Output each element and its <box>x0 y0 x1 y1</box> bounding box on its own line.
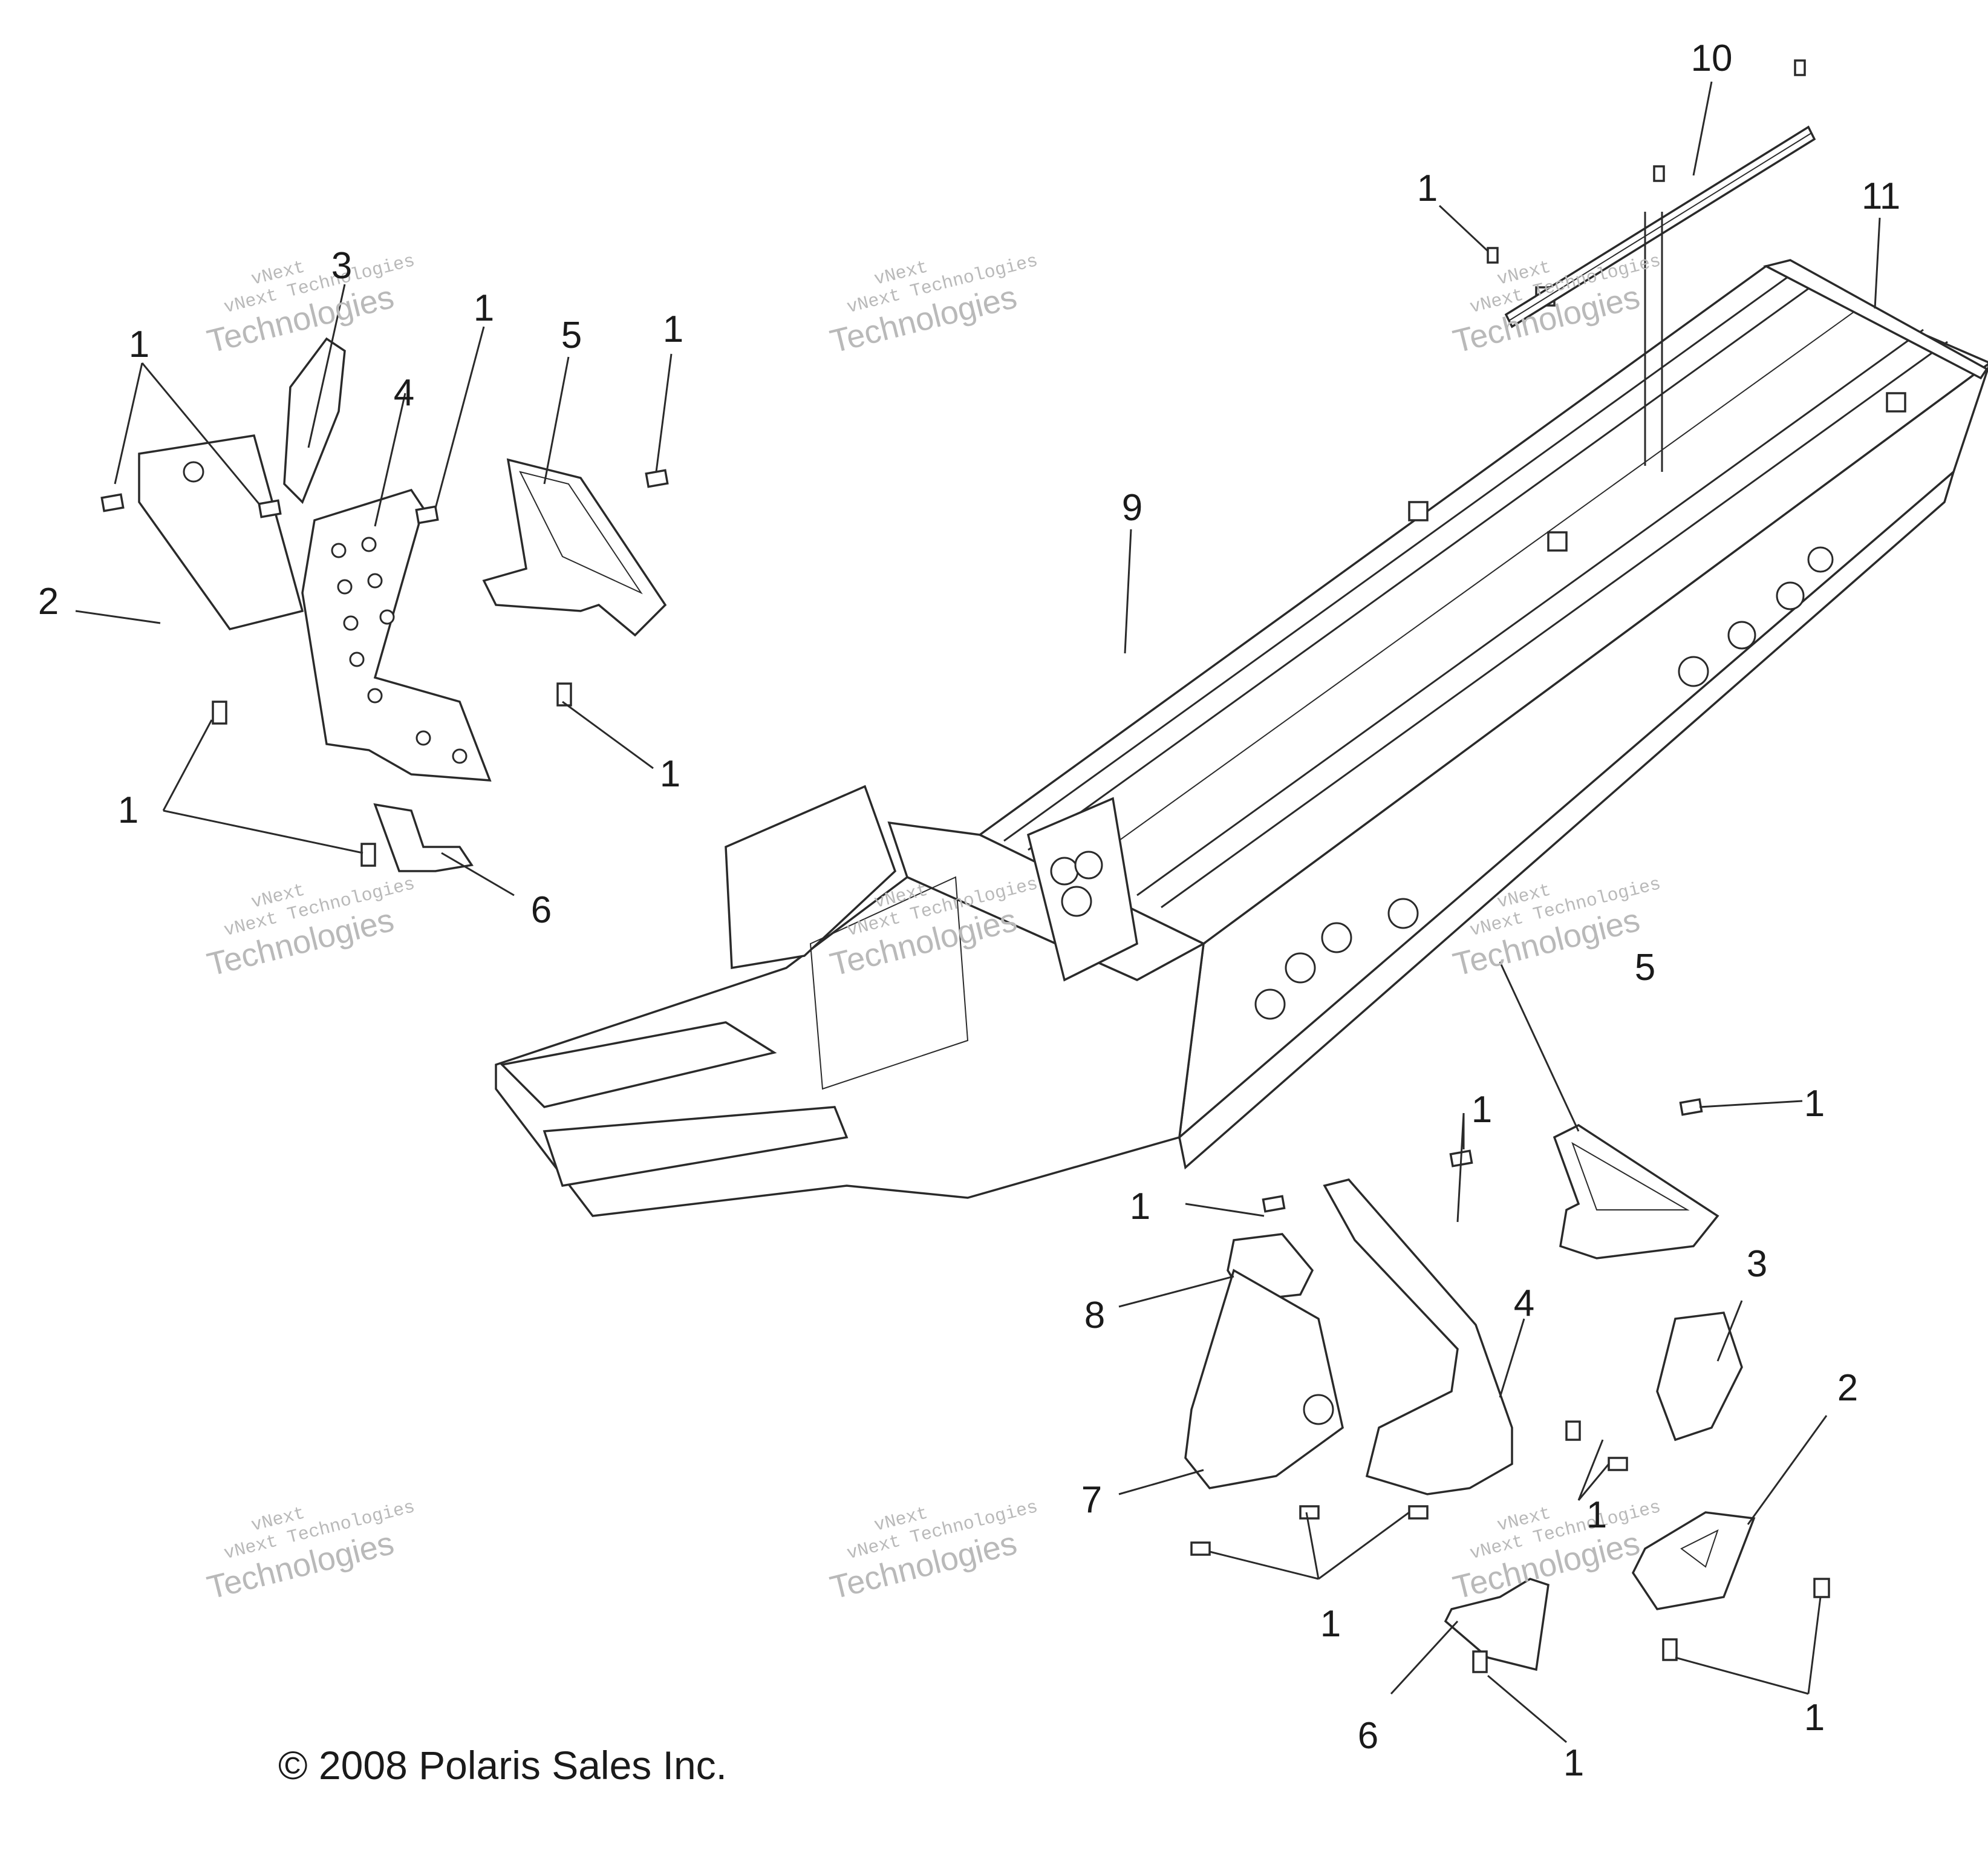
callout-4: 4 <box>393 372 415 414</box>
callout-10: 10 <box>1690 38 1733 79</box>
callout-3: 3 <box>1746 1243 1768 1285</box>
chassis-tunnel-part-9 <box>495 259 1988 1217</box>
callout-2: 2 <box>37 581 59 622</box>
callout-9: 9 <box>1121 487 1143 529</box>
callout-1: 1 <box>473 287 495 329</box>
lower-right-brackets <box>1184 59 1830 1673</box>
callout-4: 4 <box>1513 1282 1535 1324</box>
upper-left-brackets <box>100 337 669 872</box>
callout-6: 6 <box>530 889 552 931</box>
callout-1: 1 <box>659 753 681 795</box>
callout-1: 1 <box>128 324 150 365</box>
callout-11: 11 <box>1861 175 1901 217</box>
callout-1: 1 <box>1129 1186 1151 1227</box>
callout-1: 1 <box>117 789 139 831</box>
callout-3: 3 <box>331 245 353 287</box>
callout-8: 8 <box>1084 1295 1106 1336</box>
callout-1: 1 <box>1563 1742 1585 1784</box>
callout-1: 1 <box>662 309 684 350</box>
callout-1: 1 <box>1471 1089 1493 1131</box>
callout-5: 5 <box>561 315 582 356</box>
callout-5: 5 <box>1634 947 1656 988</box>
callout-6: 6 <box>1357 1715 1379 1757</box>
rail-strip-part-10 <box>1504 125 1816 328</box>
callout-1: 1 <box>1320 1603 1341 1645</box>
callout-1: 1 <box>1804 1697 1825 1739</box>
copyright-notice: © 2008 Polaris Sales Inc. <box>278 1743 728 1788</box>
leader-lines <box>75 81 1881 1743</box>
callout-7: 7 <box>1081 1479 1103 1521</box>
callout-1: 1 <box>1416 168 1438 209</box>
callout-1: 1 <box>1804 1083 1825 1125</box>
callout-1: 1 <box>1586 1494 1608 1536</box>
callout-2: 2 <box>1837 1367 1859 1409</box>
